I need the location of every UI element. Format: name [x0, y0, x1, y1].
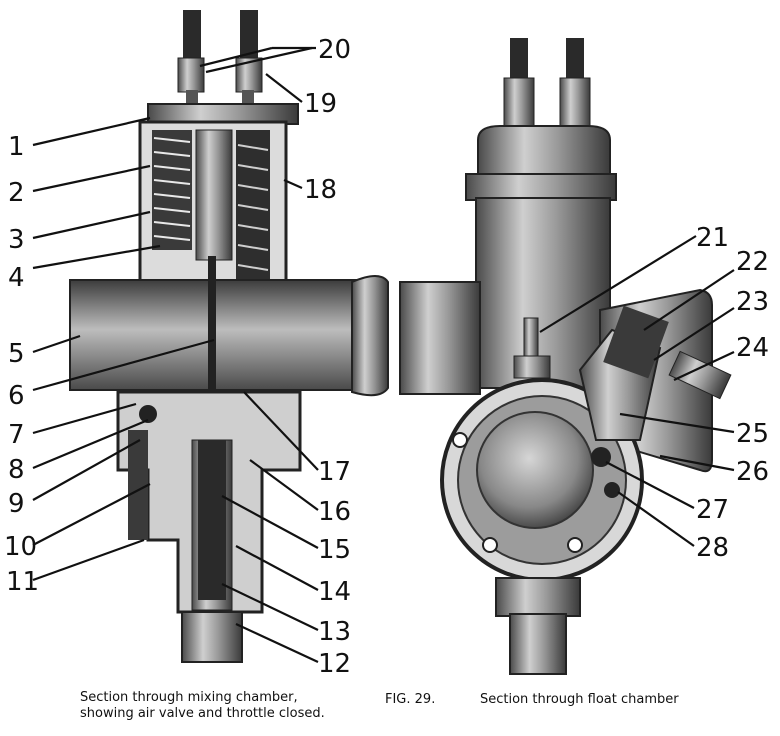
- callout-13: 13: [318, 617, 351, 647]
- callout-7: 7: [8, 420, 25, 450]
- callout-16: 16: [318, 497, 351, 527]
- callout-8: 8: [8, 455, 25, 485]
- callout-15: 15: [318, 535, 351, 565]
- callout-24: 24: [736, 333, 769, 363]
- right-caption: Section through float chamber: [480, 692, 679, 707]
- callout-23: 23: [736, 287, 769, 317]
- callout-22: 22: [736, 247, 769, 277]
- callout-21: 21: [696, 223, 729, 253]
- callout-19: 19: [304, 89, 337, 119]
- callout-18: 18: [304, 175, 337, 205]
- leader-lines: [32, 46, 735, 663]
- callout-1: 1: [8, 132, 25, 162]
- callout-25: 25: [736, 419, 769, 449]
- callout-2: 2: [8, 178, 25, 208]
- callout-9: 9: [8, 489, 25, 519]
- figure-number: FIG. 29.: [385, 692, 436, 707]
- callout-5: 5: [8, 339, 25, 369]
- callout-14: 14: [318, 577, 351, 607]
- callout-12: 12: [318, 649, 351, 679]
- callout-6: 6: [8, 381, 25, 411]
- callout-28: 28: [696, 533, 729, 563]
- callout-20: 20: [318, 35, 351, 65]
- left-caption-line-2: showing air valve and throttle closed.: [80, 706, 325, 721]
- callouts-left: 1 2 3 4 5 6 7 8 9 10 11 12 13 14 15 16 1…: [4, 35, 351, 679]
- callout-11: 11: [6, 567, 39, 597]
- float-chamber-section: [399, 38, 732, 675]
- callout-27: 27: [696, 495, 729, 525]
- callout-26: 26: [736, 457, 769, 487]
- left-caption-line-1: Section through mixing chamber,: [80, 690, 298, 705]
- callout-10: 10: [4, 532, 37, 562]
- callouts-right: 21 22 23 24 25 26 27 28: [696, 223, 769, 563]
- callout-17: 17: [318, 457, 351, 487]
- callout-3: 3: [8, 225, 25, 255]
- callout-4: 4: [8, 263, 25, 293]
